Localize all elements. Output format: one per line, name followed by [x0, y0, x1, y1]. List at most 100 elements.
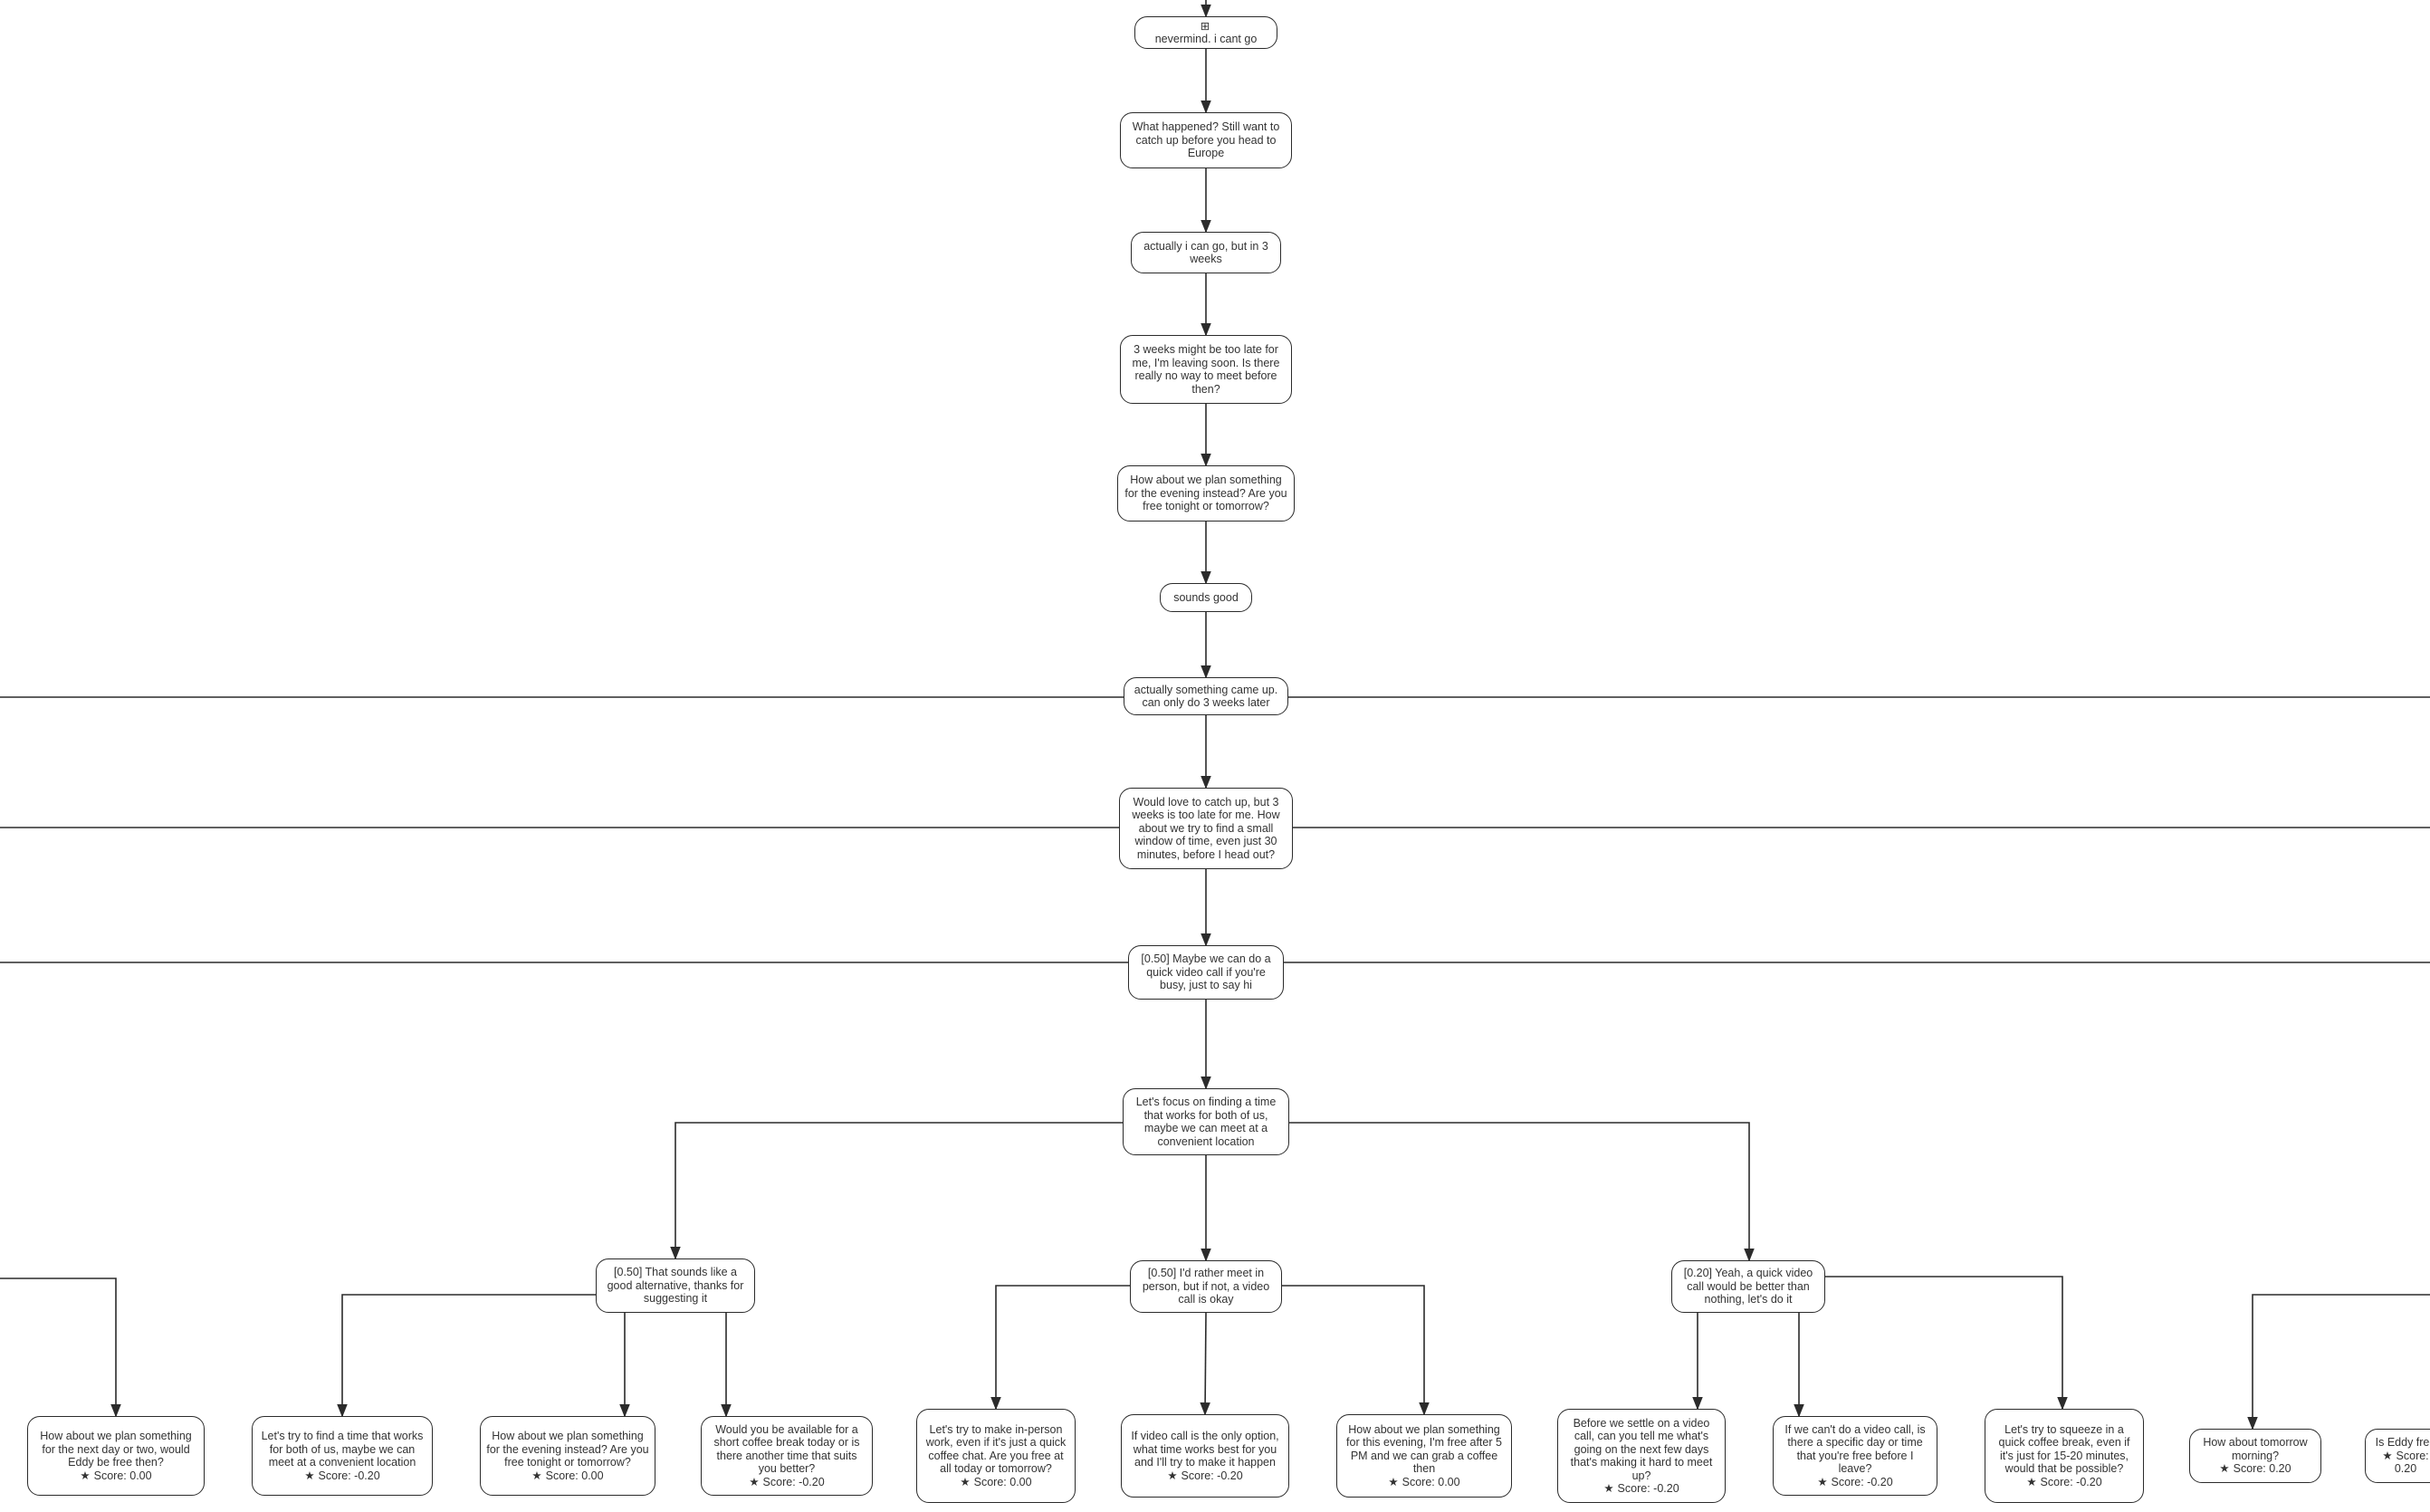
node-text: Before we settle on a video call, can yo…: [1570, 1416, 1713, 1482]
node-text: actually something came up. can only do …: [1134, 683, 1278, 710]
tree-node: How about we plan something for the even…: [1117, 465, 1295, 522]
tree-node: Let's focus on finding a time that works…: [1123, 1088, 1289, 1155]
leaf-node: If video call is the only option, what t…: [1121, 1414, 1289, 1498]
leaf-node: How about we plan something for the next…: [27, 1416, 205, 1496]
score-value: 0.00: [1434, 1475, 1460, 1488]
score-label: Score:: [762, 1475, 796, 1488]
star-icon: ★: [1817, 1475, 1828, 1488]
node-text: [0.20] Yeah, a quick video call would be…: [1683, 1267, 1813, 1306]
node-score: ★Score: -0.20: [304, 1469, 379, 1483]
star-icon: ★: [960, 1475, 971, 1488]
node-score: ★Score: -0.20: [1167, 1469, 1242, 1483]
edge-leaf: [619, 1294, 755, 1418]
node-text: How about we plan something for the even…: [1124, 474, 1287, 513]
score-label: Score:: [1617, 1482, 1650, 1495]
node-text: [0.50] Maybe we can do a quick video cal…: [1141, 952, 1271, 992]
leaf-node: Before we settle on a video call, can yo…: [1557, 1409, 1726, 1503]
leaf-node: Let's try to squeeze in a quick coffee b…: [1985, 1409, 2144, 1503]
score-value: 0.00: [126, 1469, 152, 1482]
score-label: Score:: [1181, 1469, 1214, 1482]
tree-node: Would love to catch up, but 3 weeks is t…: [1119, 788, 1293, 869]
score-value: -0.20: [1213, 1469, 1243, 1482]
tree-node: 3 weeks might be too late for me, I'm le…: [1120, 335, 1292, 404]
star-icon: ★: [2219, 1462, 2230, 1476]
leaf-node: How about tomorrow morning?★Score: 0.20: [2189, 1429, 2321, 1483]
score-label: Score:: [973, 1475, 1007, 1488]
edge-branch: [670, 1122, 1123, 1260]
leaf-node: If we can't do a video call, is there a …: [1773, 1416, 1937, 1496]
node-score: ★Score: 0.00: [80, 1469, 151, 1483]
star-icon: ★: [2026, 1475, 2037, 1488]
node-text: If video call is the only option, what t…: [1131, 1430, 1279, 1469]
tree-node: actually something came up. can only do …: [1124, 677, 1288, 715]
tree-node: [0.20] Yeah, a quick video call would be…: [1671, 1260, 1825, 1313]
node-text: How about tomorrow morning?: [2203, 1436, 2308, 1462]
edge-leaf: [2247, 1294, 2430, 1431]
node-text: If we can't do a video call, is there a …: [1784, 1422, 1926, 1476]
node-text: Would you be available for a short coffe…: [713, 1422, 860, 1476]
table-icon: ⊞: [1200, 19, 1210, 33]
edge-leaf: [1200, 1312, 1210, 1416]
node-text: actually i can go, but in 3 weeks: [1143, 239, 1268, 266]
node-score: ★Score: 0.00: [960, 1476, 1031, 1489]
leaf-node: How about we plan something for this eve…: [1336, 1414, 1512, 1498]
score-value: 0.00: [578, 1469, 604, 1482]
node-text: Is Eddy free: [2375, 1436, 2430, 1450]
edge-branch: [1289, 1122, 1755, 1262]
score-value: -0.20: [350, 1469, 380, 1482]
score-label: Score:: [2396, 1449, 2429, 1462]
score-label: Score:: [318, 1469, 351, 1482]
score-value: 0.00: [1006, 1475, 1032, 1488]
tree-node: sounds good: [1160, 583, 1252, 612]
node-text: [0.50] I'd rather meet in person, but if…: [1142, 1267, 1270, 1306]
score-label: Score:: [545, 1469, 579, 1482]
leaf-node: How about we plan something for the even…: [480, 1416, 655, 1496]
node-text: How about we plan something for the next…: [40, 1430, 192, 1469]
edge-leaf: [990, 1285, 1130, 1411]
node-score: ★Score: 0.00: [1388, 1476, 1459, 1489]
score-value: 0.20: [2265, 1462, 2291, 1476]
tree-node: [0.50] I'd rather meet in person, but if…: [1130, 1260, 1282, 1313]
star-icon: ★: [1167, 1469, 1178, 1482]
score-label: Score:: [2040, 1475, 2073, 1488]
score-label: Score:: [2233, 1462, 2266, 1476]
node-text: Let's try to make in-person work, even i…: [925, 1422, 1067, 1476]
star-icon: ★: [531, 1469, 542, 1482]
node-text: Let's try to find a time that works for …: [261, 1430, 424, 1469]
node-text: [0.50] That sounds like a good alternati…: [607, 1266, 744, 1306]
node-text: How about we plan something for this eve…: [1346, 1422, 1502, 1476]
node-score: ★Score: 0.20: [2371, 1450, 2430, 1476]
tree-node: [0.50] Maybe we can do a quick video cal…: [1128, 945, 1284, 1000]
tree-node: actually i can go, but in 3 weeks: [1131, 232, 1281, 273]
tree-node: ⊞nevermind. i cant go: [1134, 16, 1277, 49]
node-text: What happened? Still want to catch up be…: [1132, 120, 1280, 160]
node-text: How about we plan something for the even…: [486, 1430, 649, 1469]
score-value: -0.20: [1650, 1482, 1679, 1495]
node-score: ★Score: -0.20: [1817, 1476, 1892, 1489]
node-text: sounds good: [1173, 590, 1239, 604]
node-text: Would love to catch up, but 3 weeks is t…: [1132, 795, 1280, 861]
node-text: 3 weeks might be too late for me, I'm le…: [1132, 343, 1280, 396]
node-score: ★Score: -0.20: [2026, 1476, 2101, 1489]
score-value: 0.20: [2394, 1462, 2417, 1476]
edge-leaf: [1282, 1285, 1430, 1416]
score-value: -0.20: [2072, 1475, 2102, 1488]
edge-leaf: [721, 1294, 755, 1418]
leaf-node: Is Eddy free★Score: 0.20: [2365, 1429, 2430, 1483]
leaf-node: Would you be available for a short coffe…: [701, 1416, 873, 1496]
node-score: ★Score: -0.20: [1603, 1482, 1679, 1496]
star-icon: ★: [749, 1475, 760, 1488]
node-text: Let's focus on finding a time that works…: [1135, 1096, 1277, 1148]
star-icon: ★: [1388, 1475, 1399, 1488]
edge-leaf: [1825, 1276, 2068, 1411]
tree-node: [0.50] That sounds like a good alternati…: [596, 1258, 755, 1313]
node-score: ★Score: 0.20: [2219, 1462, 2291, 1476]
score-value: -0.20: [795, 1475, 825, 1488]
edge-leaf: [0, 1278, 121, 1418]
star-icon: ★: [1603, 1482, 1614, 1495]
node-score: ★Score: -0.20: [749, 1476, 824, 1489]
node-text: Let's try to squeeze in a quick coffee b…: [1998, 1422, 2130, 1476]
star-icon: ★: [2382, 1449, 2393, 1462]
